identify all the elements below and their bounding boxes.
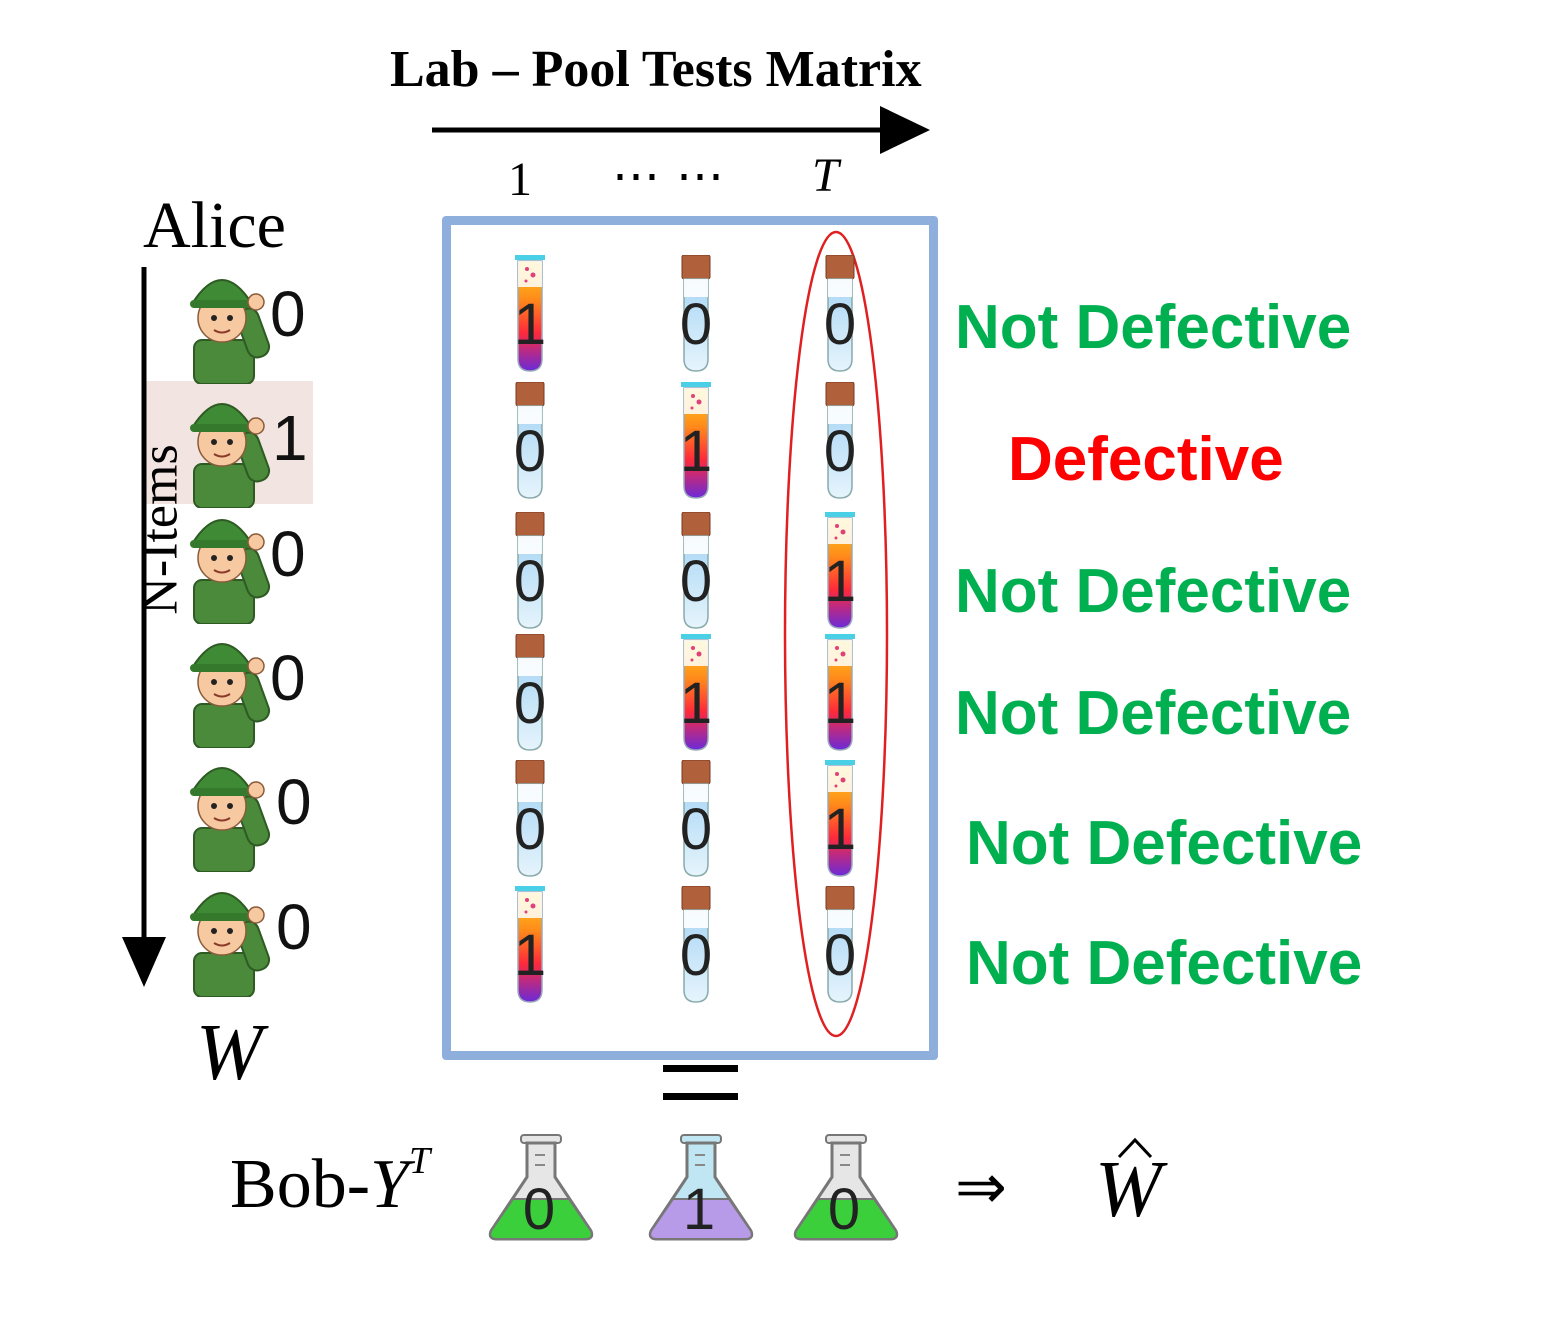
test-bit: 0 [679, 292, 713, 357]
vertical-arrow-icon [122, 267, 166, 987]
result-bit: 1 [682, 1177, 716, 1242]
test-bit: 0 [823, 419, 857, 484]
test-bit: 0 [679, 797, 713, 862]
implies-icon: ⇒ [955, 1154, 1007, 1222]
n-items-axis-label: N-Items [131, 444, 189, 615]
test-bit: 0 [513, 419, 547, 484]
hat-icon [1117, 1137, 1153, 1159]
item-status: Not Defective [966, 929, 1363, 998]
item-status: Not Defective [955, 557, 1352, 626]
test-tube [500, 382, 560, 502]
test-tube [500, 760, 560, 880]
item-bit: 0 [270, 278, 306, 350]
item-status: Not Defective [955, 293, 1352, 362]
test-bit: 0 [823, 292, 857, 357]
bob-label: Bob-YT [230, 1140, 430, 1225]
test-tube [666, 382, 726, 502]
test-tube [500, 512, 560, 632]
test-tube [810, 255, 870, 375]
bob-prefix: Bob- [230, 1146, 370, 1223]
test-tube [810, 886, 870, 1006]
item-bit: 0 [276, 766, 312, 838]
alice-label: Alice [143, 189, 286, 262]
test-bit: 1 [513, 923, 547, 988]
diagram-title: Lab – Pool Tests Matrix [390, 41, 922, 98]
pool-tests-matrix [442, 216, 938, 1060]
test-tube [500, 255, 560, 375]
test-tube [810, 512, 870, 632]
test-tube [666, 886, 726, 1006]
test-tube [666, 760, 726, 880]
test-bit: 1 [823, 797, 857, 862]
test-bit: 0 [513, 549, 547, 614]
w-hat-label: W [1095, 1137, 1162, 1236]
result-flask [485, 1133, 597, 1243]
bob-sup: T [408, 1139, 431, 1182]
test-bit: 0 [823, 923, 857, 988]
item-bit: 1 [272, 402, 308, 474]
test-tube [810, 382, 870, 502]
item-bit: 0 [276, 891, 312, 963]
column-label-last: T [812, 149, 839, 202]
item-status: Defective [1008, 425, 1284, 494]
soldier-avatar [186, 750, 278, 872]
test-bit: 1 [823, 671, 857, 736]
test-bit: 1 [679, 671, 713, 736]
test-bit: 0 [513, 797, 547, 862]
result-bit: 0 [827, 1177, 861, 1242]
test-tube [810, 634, 870, 754]
equals-icon [663, 1065, 738, 1100]
test-bit: 0 [679, 923, 713, 988]
test-bit: 1 [823, 549, 857, 614]
soldier-avatar [186, 875, 278, 997]
result-bit: 0 [522, 1177, 556, 1242]
soldier-avatar [186, 626, 278, 748]
item-bit: 0 [270, 518, 306, 590]
test-bit: 0 [513, 671, 547, 736]
result-flask [645, 1133, 757, 1243]
column-label-dots: ⋯ ⋯ [612, 150, 726, 203]
test-tube [500, 886, 560, 1006]
item-bit: 0 [270, 642, 306, 714]
test-bit: 1 [513, 292, 547, 357]
test-tube [666, 512, 726, 632]
test-tube [666, 255, 726, 375]
result-flask [790, 1133, 902, 1243]
item-status: Not Defective [966, 809, 1363, 878]
test-bit: 1 [679, 419, 713, 484]
column-label-first: 1 [508, 153, 532, 206]
w-hat-letter: W [1095, 1146, 1162, 1234]
horizontal-arrow-icon [432, 106, 930, 154]
w-label: W [196, 1009, 263, 1097]
test-tube [666, 634, 726, 754]
item-status: Not Defective [955, 679, 1352, 748]
highlight-ellipse [783, 230, 889, 1038]
soldier-avatar [186, 502, 278, 624]
test-tube [810, 760, 870, 880]
soldier-avatar [186, 386, 278, 508]
bob-var: Y [370, 1146, 409, 1223]
test-tube [500, 634, 560, 754]
test-bit: 0 [679, 549, 713, 614]
soldier-avatar [186, 262, 278, 384]
